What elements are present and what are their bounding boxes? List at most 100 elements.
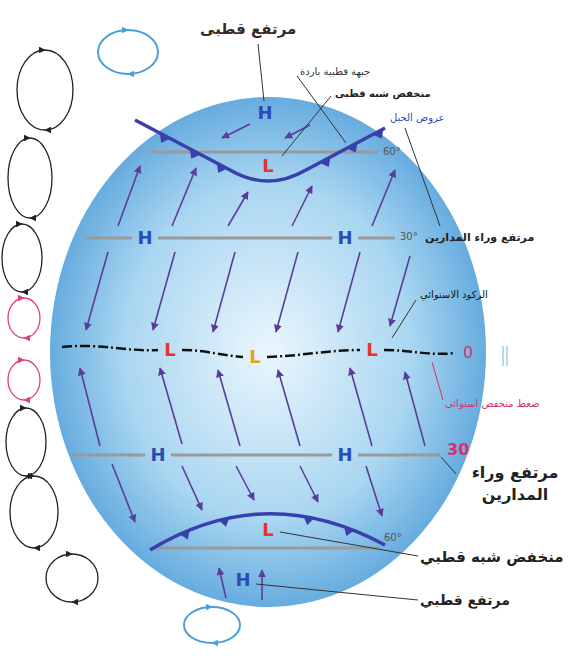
hatch-mark: [503, 346, 507, 366]
wind-arrow: [112, 464, 135, 522]
region-label: منخفض شبه قطبي: [420, 548, 564, 566]
leader-line: [256, 584, 418, 600]
cell-loop: [128, 30, 158, 74]
front-teeth: [180, 516, 355, 539]
wind-arrow: [153, 252, 175, 330]
region-label: مرتفع قطبي: [420, 592, 510, 609]
leader-lines: [256, 44, 456, 600]
latitude-line: [85, 237, 132, 240]
leader-line: [280, 532, 418, 556]
leader-line: [258, 44, 264, 101]
wind-arrow: [350, 368, 372, 446]
pressure-letter: H: [256, 104, 274, 122]
wind-arrow: [372, 170, 395, 226]
region-label: ضغط منخفض استوائي: [445, 398, 540, 410]
latitude-line: [358, 237, 395, 240]
cell-loop: [24, 298, 40, 338]
pressure-letter: H: [136, 229, 154, 247]
equator-segment: [267, 350, 360, 357]
equator-segment: [62, 346, 158, 350]
leader-line: [282, 96, 331, 156]
front-tooth: [303, 516, 314, 525]
cell-loop: [6, 408, 26, 476]
latitude-label: 60°: [383, 146, 401, 158]
front-tooth: [190, 149, 201, 159]
leader-line: [297, 76, 346, 143]
wind-arrow: [405, 372, 425, 446]
leader-line: [441, 457, 456, 474]
latitude-line: [72, 454, 145, 457]
leader-line: [405, 128, 440, 226]
hatch-line: [502, 346, 504, 366]
cell-loop: [8, 298, 24, 338]
wind-arrow: [236, 466, 254, 500]
pressure-letter: H: [234, 571, 252, 589]
wind-arrow: [172, 168, 196, 226]
front-tooth: [180, 530, 190, 540]
leader-line: [392, 300, 416, 338]
cell-loop: [24, 360, 40, 400]
wind-arrow: [222, 124, 250, 138]
pressure-letter: H: [336, 229, 354, 247]
latitude-line: [358, 454, 440, 457]
cell-loop: [17, 50, 45, 130]
region-label: مرتفع وراء المدارين: [425, 231, 534, 244]
cell-loop: [72, 554, 98, 602]
front-tooth: [219, 518, 230, 527]
cell-loop: [34, 476, 58, 548]
earth-globe: [50, 97, 486, 607]
front-tooth: [373, 129, 384, 139]
front-tooth: [347, 143, 358, 153]
cell-loop: [26, 408, 46, 476]
pressure-letter: L: [161, 341, 179, 359]
front-tooth: [217, 163, 228, 173]
region-label: الركود الاستوائي: [420, 289, 488, 301]
cell-loop: [22, 224, 42, 292]
latitude-line: [158, 237, 332, 240]
cell-loop: [212, 607, 240, 643]
front-label: جبهة قطبية باردة: [300, 66, 370, 78]
wind-arrow: [338, 252, 360, 332]
region-label: مرتفع قطبى: [200, 20, 296, 38]
cell-loop: [10, 476, 34, 548]
wind-arrows: [80, 124, 425, 600]
wind-arrow: [160, 368, 182, 444]
cell-loop: [8, 138, 30, 218]
cell-loop: [30, 138, 52, 218]
pressure-letter: L: [259, 521, 277, 539]
cell-loop: [46, 554, 72, 602]
wind-arrow: [292, 186, 312, 226]
wind-arrow: [118, 166, 140, 226]
wind-arrow: [218, 370, 240, 446]
cell-loop: [184, 607, 212, 643]
wind-arrow: [213, 252, 235, 332]
latitude-line: [171, 454, 332, 457]
latitude-label: 60°: [384, 532, 402, 544]
wind-arrow: [366, 466, 382, 516]
polar-front: [135, 120, 385, 181]
front-tooth: [160, 133, 171, 143]
wind-arrow: [390, 256, 410, 326]
wind-arrow: [80, 368, 100, 446]
equator-segment: [182, 350, 243, 357]
region-label: عروض الخيل: [390, 112, 444, 124]
cell-loop: [8, 360, 24, 400]
equator-segment: [384, 350, 455, 354]
latitude-label: 0: [463, 343, 473, 362]
front-tooth: [344, 527, 354, 536]
wind-arrow: [276, 252, 298, 332]
region-label: مرتفع وراء المدارين: [460, 462, 570, 507]
latitude-line: [150, 547, 380, 550]
pressure-letter: L: [259, 157, 277, 175]
front-tooth: [320, 157, 331, 167]
latitude-label: 30°: [400, 231, 418, 243]
cell-loop: [98, 30, 128, 74]
wind-arrow: [182, 466, 202, 510]
region-label: منخفض شبه قطبى: [335, 88, 431, 100]
wind-arrow: [86, 252, 108, 330]
pressure-letter: H: [149, 446, 167, 464]
cell-loop: [2, 224, 22, 292]
latitude-label: 30: [447, 440, 469, 459]
cell-loop: [45, 50, 73, 130]
